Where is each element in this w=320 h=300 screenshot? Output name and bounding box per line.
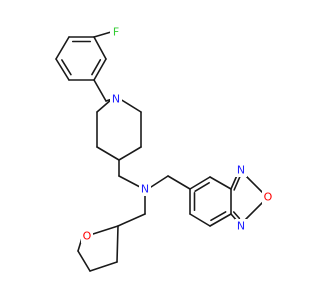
bond [96,98,113,113]
bond [93,31,112,38]
bond [118,146,142,161]
bond [189,213,211,227]
oxadiazole-nitrogen-bottom-atom: N [235,219,247,233]
bond [167,175,191,190]
bond [232,211,241,220]
bond [194,181,210,192]
bond [116,225,119,263]
oxadiazole-oxygen-atom: O [262,190,274,204]
bond [96,146,120,161]
bond [55,58,70,81]
bond [91,59,102,76]
bond [61,59,72,76]
bond [117,213,146,227]
bond [210,211,227,222]
oxadiazole-nitrogen-top-atom: N [235,163,247,177]
piperidine-nitrogen-atom: N [110,92,122,106]
thf-oxygen-atom: O [81,229,93,243]
oxadiazole-oxygen-label: O [264,191,273,204]
fluorine-atom: F [110,25,122,39]
amine-nitrogen-atom: N [139,182,151,196]
oxadiazole-nitrogen-bottom-label: N [237,220,245,233]
oxadiazole-nitrogen-top-label: N [237,164,245,177]
bond [189,176,211,190]
bond [92,225,119,235]
bond [209,213,232,227]
bond [55,36,70,60]
bond [118,175,141,188]
thf-oxygen-label: O [83,230,92,243]
bond [243,200,265,222]
bond [89,261,118,272]
bond [119,98,142,113]
bond [233,176,241,191]
bond [243,173,265,195]
molecule-diagram: F N N O N O N [55,25,274,272]
bond [77,250,91,272]
atom-label-layer: F N N O N O N [81,25,274,243]
fluorine-label: F [113,26,119,39]
bond [93,58,107,81]
bond [150,175,169,188]
amine-nitrogen-label: N [141,183,149,196]
bond [209,176,232,190]
bond [93,79,107,102]
bond [93,36,107,60]
piperidine-nitrogen-label: N [112,93,120,106]
